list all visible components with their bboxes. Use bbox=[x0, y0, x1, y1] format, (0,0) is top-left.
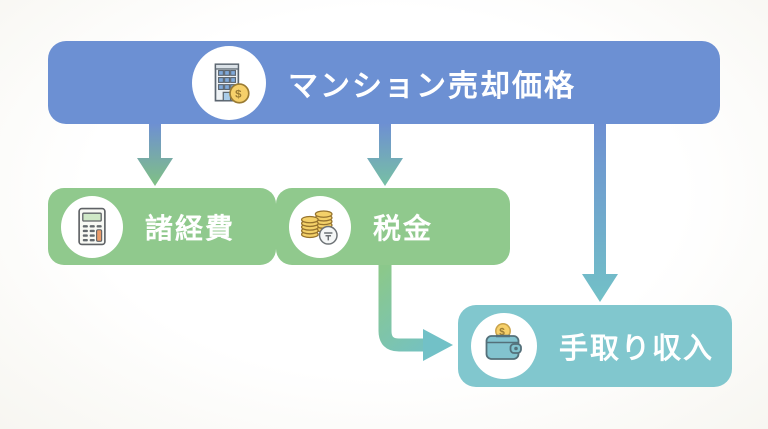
node-tax: 税金 bbox=[276, 188, 510, 265]
edge-tax-to-net-income bbox=[378, 263, 453, 361]
svg-text:$: $ bbox=[499, 327, 507, 338]
edge-root-to-tax bbox=[367, 124, 403, 186]
node-label: 諸経費 bbox=[145, 212, 236, 244]
wallet-icon: $ bbox=[471, 313, 537, 379]
node-sale-price: $ マンション売却価格 bbox=[48, 41, 720, 124]
coin-stack-icon bbox=[289, 195, 351, 258]
node-expenses: 諸経費 bbox=[48, 188, 276, 265]
svg-text:$: $ bbox=[235, 88, 243, 100]
node-net-income: $ 手取り収入 bbox=[458, 305, 732, 387]
node-label: 税金 bbox=[373, 212, 434, 244]
edge-root-to-net-income bbox=[582, 124, 618, 302]
node-label: 手取り収入 bbox=[559, 333, 715, 365]
edge-root-to-expenses bbox=[137, 124, 173, 186]
node-label: マンション売却価格 bbox=[288, 69, 576, 103]
building-coin-icon: $ bbox=[192, 45, 266, 120]
calculator-icon bbox=[61, 195, 123, 258]
